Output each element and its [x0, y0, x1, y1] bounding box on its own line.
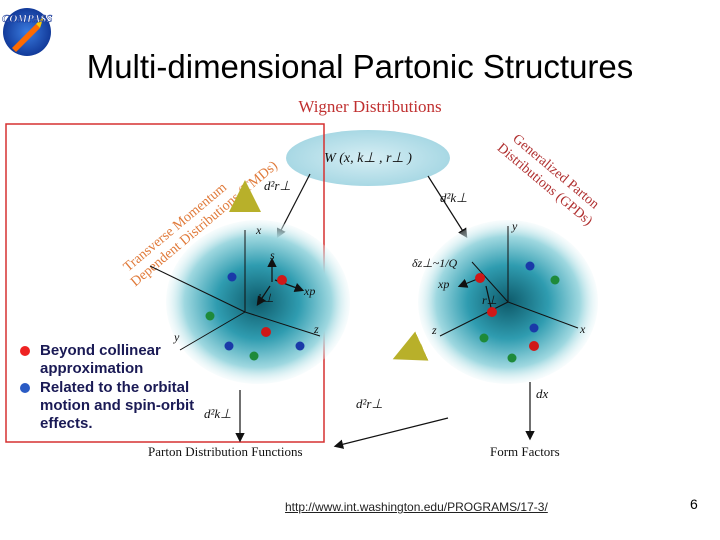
d2r-left-label: d²r⊥ [264, 178, 291, 193]
bullet-text: motion and spin-orbit [40, 397, 195, 414]
wigner-ellipse [286, 130, 450, 186]
d2k-right-label: d²k⊥ [440, 190, 468, 205]
bullet-dot-icon [20, 383, 30, 393]
bullet-dot-icon [20, 346, 30, 356]
program-link[interactable]: http://www.int.washington.edu/PROGRAMS/1… [285, 500, 548, 514]
bullet-text: approximation [40, 360, 144, 377]
d2k-bottom-left: d²k⊥ [204, 406, 232, 421]
yellow-down-arrow [392, 331, 429, 361]
left-axis-y: y [173, 330, 180, 344]
wigner-diagram: Wigner Distributions W (x, k⊥ , r⊥ ) Tra… [5, 97, 602, 459]
pdf-label: Parton Distribution Functions [148, 444, 303, 459]
right-rperp-label: r⊥ [482, 293, 497, 307]
dx-label: dx [536, 386, 549, 401]
arrow-to-gpd [427, 175, 468, 239]
left-axis-z: z [313, 322, 319, 336]
arrow-pdf-from-gpd [333, 417, 449, 449]
gpd-label: Generalized Parton Distributions (GPDs) [494, 132, 602, 230]
bullet-item: Related to the orbital motion and spin-o… [18, 379, 218, 433]
bullet-text: Related to the orbital [40, 379, 190, 396]
compass-logo: COMPASS [2, 8, 53, 56]
right-xp-label: xp [437, 277, 449, 291]
page-number: 6 [690, 496, 698, 512]
right-nucleon [418, 220, 598, 384]
left-nucleon [149, 220, 350, 384]
d2r-bottom-mid: d²r⊥ [356, 396, 383, 411]
left-s-label: s [270, 248, 275, 262]
right-delta-label: δz⊥~1/Q [412, 256, 458, 270]
bullet-list: Beyond collinear approximation Related t… [18, 342, 218, 434]
left-axis-x: x [255, 223, 262, 237]
right-axis-y: y [511, 219, 518, 233]
bullet-item: Beyond collinear approximation [18, 342, 218, 378]
left-kperp-label: k⊥ [258, 291, 274, 305]
wigner-formula: W (x, k⊥ , r⊥ ) [324, 151, 412, 166]
wigner-title: Wigner Distributions [298, 97, 441, 116]
page-title: Multi-dimensional Partonic Structures [86, 48, 634, 85]
bullet-text: Beyond collinear [40, 342, 161, 359]
right-axis-z: z [431, 323, 437, 337]
form-factors-label: Form Factors [490, 444, 560, 459]
bullet-text: effects. [40, 415, 93, 432]
left-xp-label: xp [303, 284, 315, 298]
right-axis-x: x [579, 322, 586, 336]
logo-text: COMPASS [2, 13, 53, 25]
